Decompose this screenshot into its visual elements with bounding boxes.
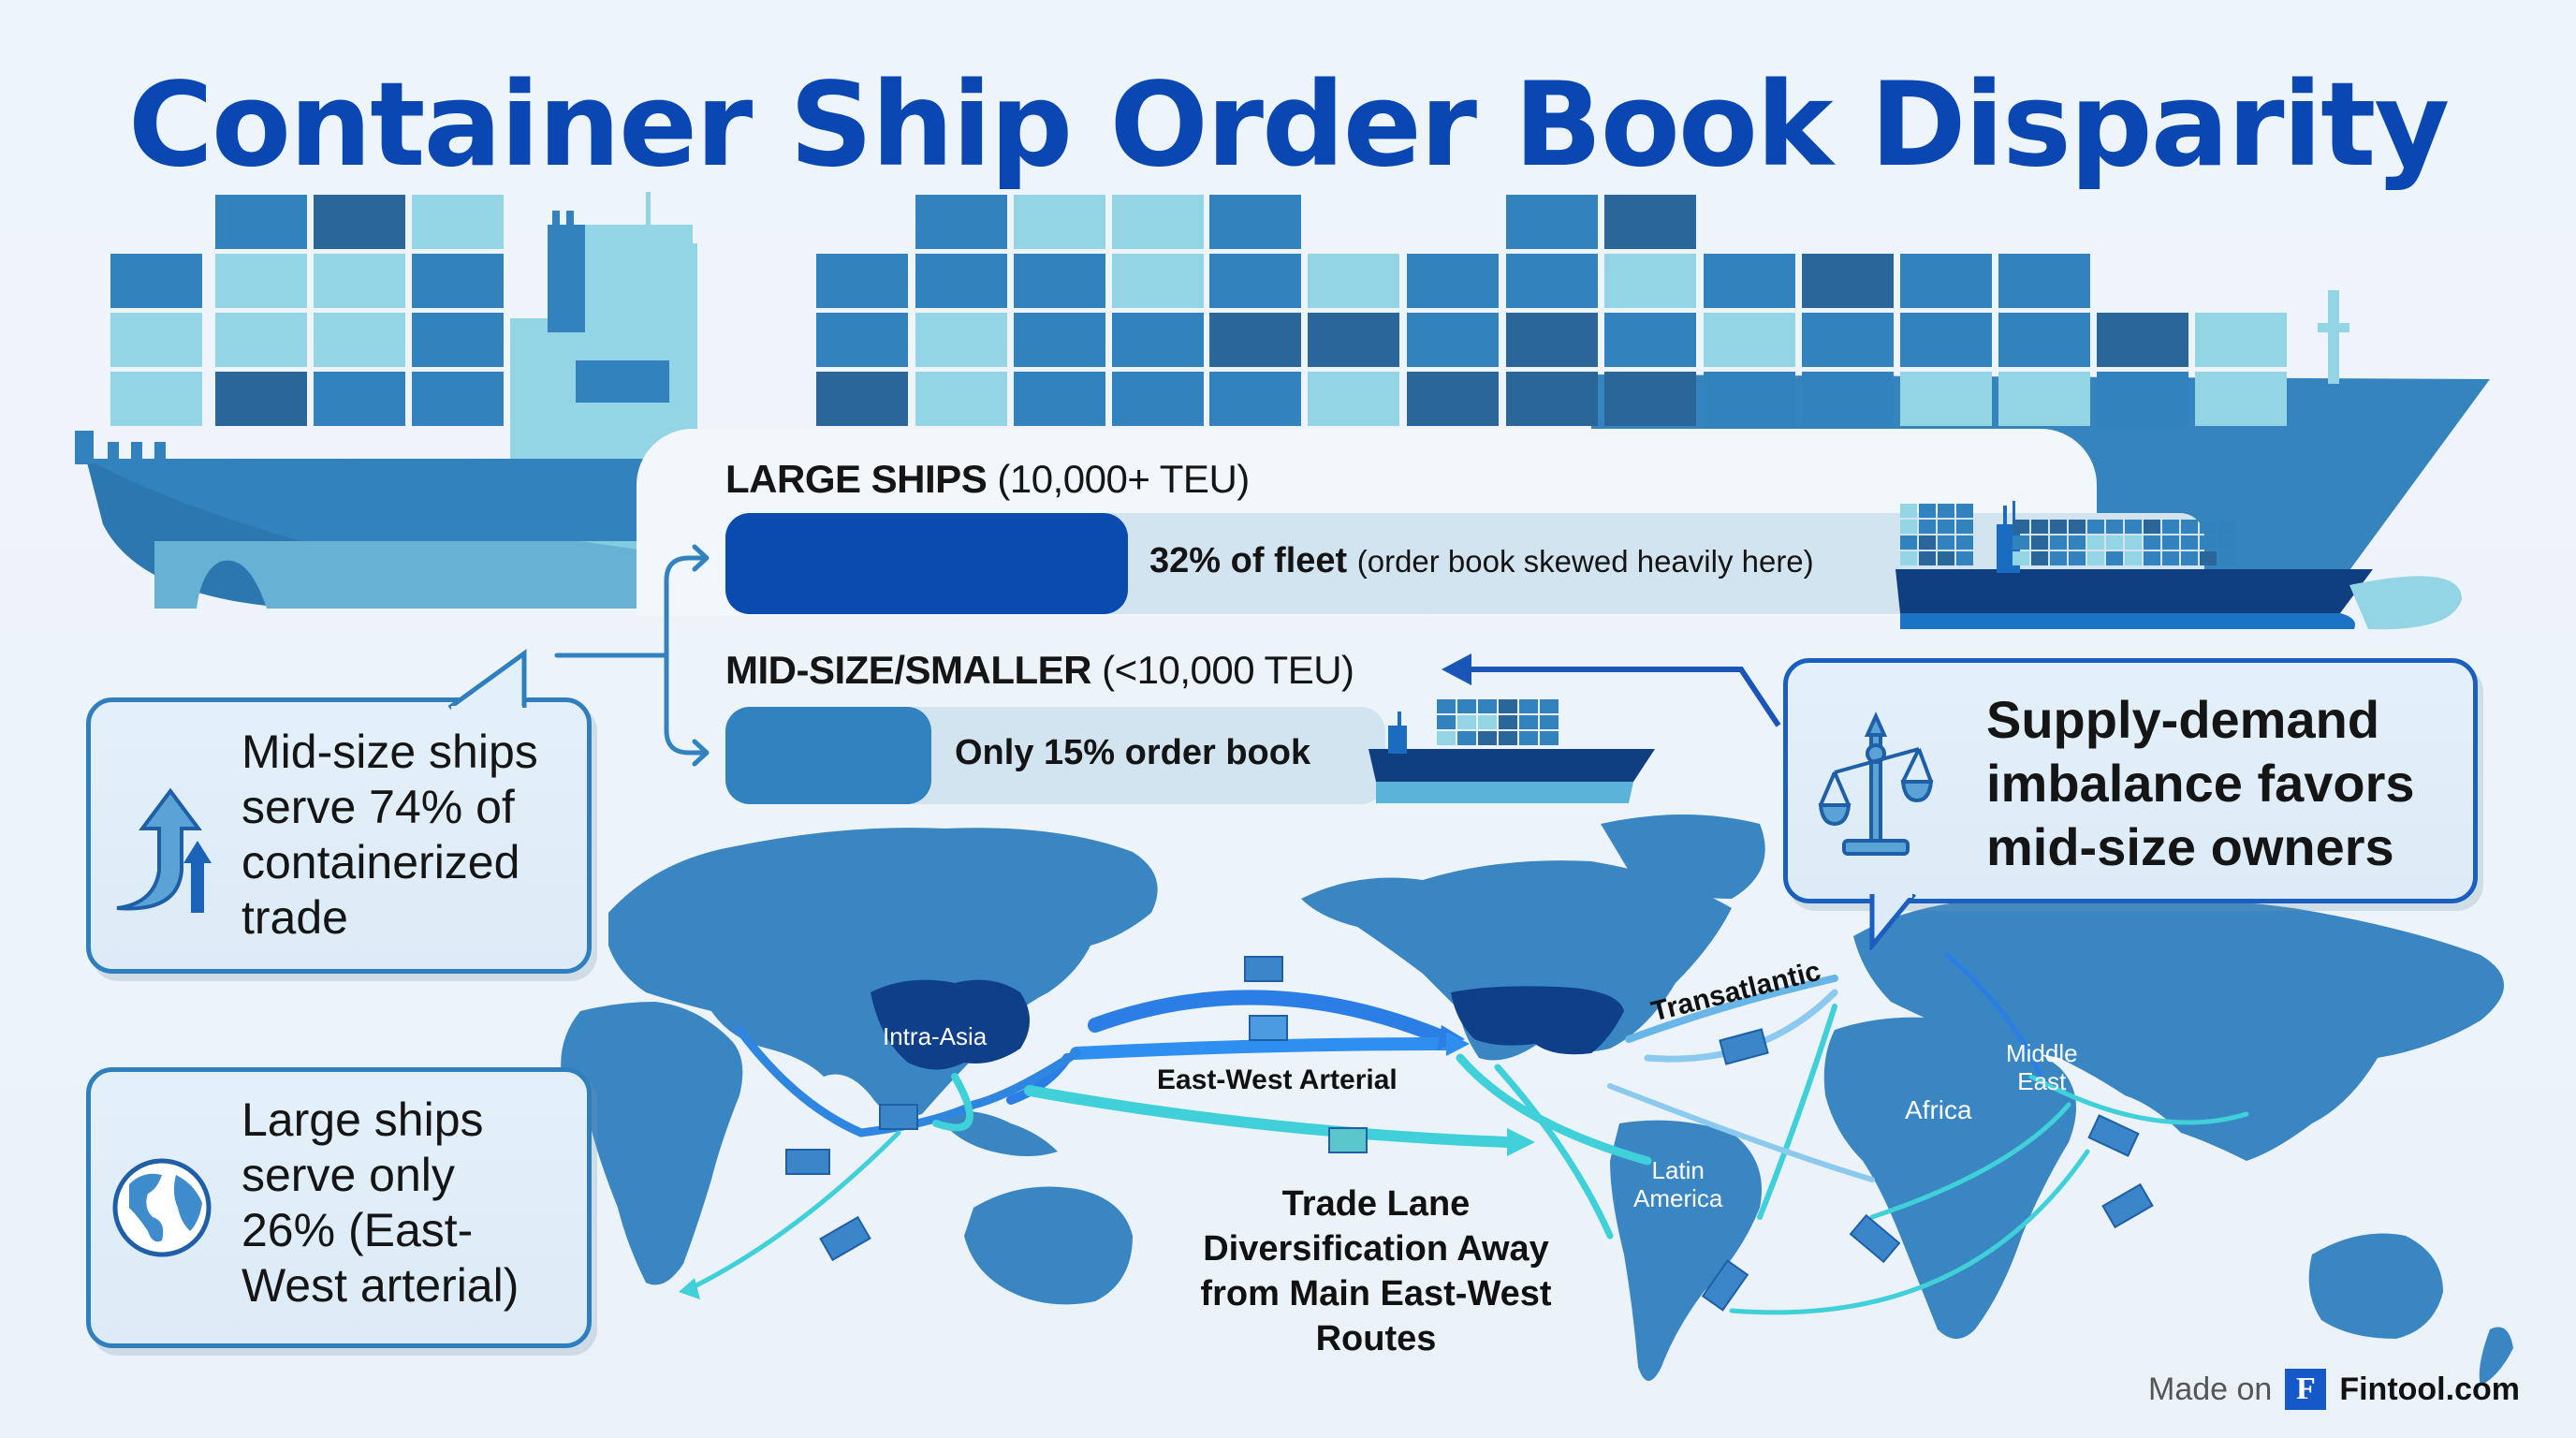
imbalance-line-2: imbalance favors bbox=[1986, 754, 2415, 813]
mid-size-share-text: Mid-size ships serve 74% of containerize… bbox=[242, 725, 538, 946]
mid-size-stat: Only 15% order book bbox=[955, 733, 1310, 773]
route-arrowheads bbox=[679, 1025, 1535, 1299]
made-on-text: Made on bbox=[2148, 1371, 2273, 1407]
large-share-line-4: West arterial) bbox=[242, 1259, 520, 1312]
small-container-ship-icon bbox=[1368, 699, 1655, 803]
china-highlight bbox=[871, 979, 1030, 1070]
large-share-line-2: serve only bbox=[242, 1149, 455, 1201]
latin-line-2: America bbox=[1633, 1184, 1723, 1212]
map-container-icons bbox=[785, 956, 2154, 1312]
callout-pointer-down bbox=[1869, 894, 1916, 950]
large-share-line-3: 26% (East- bbox=[242, 1204, 474, 1256]
imbalance-line-1: Supply-demand bbox=[1986, 690, 2380, 749]
imbalance-line-3: mid-size owners bbox=[1986, 817, 2394, 876]
footer-attribution: Made on F Fintool.com bbox=[2148, 1369, 2520, 1410]
large-share-text: Large ships serve only 26% (East- West a… bbox=[242, 1093, 519, 1313]
usa-highlight bbox=[1451, 986, 1624, 1055]
middle-east-line-1: Middle bbox=[2006, 1039, 2078, 1067]
map-label-africa: Africa bbox=[1905, 1095, 1972, 1124]
map-label-intra-asia: Intra-Asia bbox=[883, 1022, 988, 1050]
caption-line-4: Routes bbox=[1315, 1319, 1437, 1358]
mid-size-name: MID-SIZE/SMALLER bbox=[725, 648, 1091, 692]
connector-lines bbox=[554, 544, 710, 767]
imbalance-arrow bbox=[1460, 667, 1781, 727]
fintool-brand-link[interactable]: Fintool.com bbox=[2339, 1371, 2520, 1407]
large-ships-range: (10,000+ TEU) bbox=[997, 457, 1250, 501]
large-ships-stat: 32% of fleet (order book skewed heavily … bbox=[1149, 541, 1814, 581]
large-container-ship-icon bbox=[1895, 501, 2462, 630]
page-title: Container Ship Order Book Disparity bbox=[127, 58, 2450, 193]
large-share-line-1: Large ships bbox=[242, 1093, 484, 1146]
mid-size-bar-fill bbox=[725, 707, 931, 804]
large-ships-note: (order book skewed heavily here) bbox=[1356, 544, 1814, 579]
mid-share-line-4: trade bbox=[242, 891, 348, 944]
large-ships-bar-fill bbox=[725, 513, 1128, 614]
large-ships-name: LARGE SHIPS bbox=[725, 457, 988, 501]
mid-size-bar-track bbox=[725, 707, 1385, 804]
latin-line-1: Latin bbox=[1651, 1156, 1705, 1184]
map-label-east-west: East-West Arterial bbox=[1157, 1064, 1398, 1095]
map-label-middle-east: Middle East bbox=[2006, 1039, 2078, 1095]
mid-share-line-1: Mid-size ships bbox=[242, 726, 538, 778]
mid-size-stat-value: Only 15% order book bbox=[955, 733, 1311, 772]
large-ships-label: LARGE SHIPS (10,000+ TEU) bbox=[725, 457, 1250, 502]
mid-share-line-2: serve 74% of bbox=[242, 781, 515, 833]
imbalance-text: Supply-demand imbalance favors mid-size … bbox=[1986, 688, 2415, 879]
map-label-latin-america: Latin America bbox=[1633, 1156, 1722, 1212]
map-caption: Trade Lane Diversification Away from Mai… bbox=[1161, 1181, 1591, 1361]
imbalance-callout bbox=[1783, 658, 2478, 903]
balance-scale-icon bbox=[1818, 712, 1934, 856]
continents bbox=[561, 814, 2513, 1386]
fintool-logo-icon: F bbox=[2285, 1369, 2327, 1410]
large-ships-stat-value: 32% of fleet bbox=[1149, 541, 1348, 580]
globe-icon bbox=[112, 1158, 212, 1257]
trade-routes bbox=[690, 952, 2249, 1315]
mid-share-line-3: containerized bbox=[242, 836, 520, 888]
caption-line-1: Trade Lane bbox=[1281, 1184, 1471, 1224]
caption-line-2: Diversification Away bbox=[1203, 1229, 1549, 1269]
callout-pointer bbox=[447, 649, 527, 712]
trend-up-arrows-icon bbox=[116, 787, 212, 913]
caption-line-3: from Main East-West bbox=[1200, 1274, 1552, 1313]
middle-east-line-2: East bbox=[2017, 1067, 2067, 1095]
mid-size-range: (<10,000 TEU) bbox=[1102, 648, 1354, 692]
mid-size-label: MID-SIZE/SMALLER (<10,000 TEU) bbox=[725, 648, 1354, 693]
